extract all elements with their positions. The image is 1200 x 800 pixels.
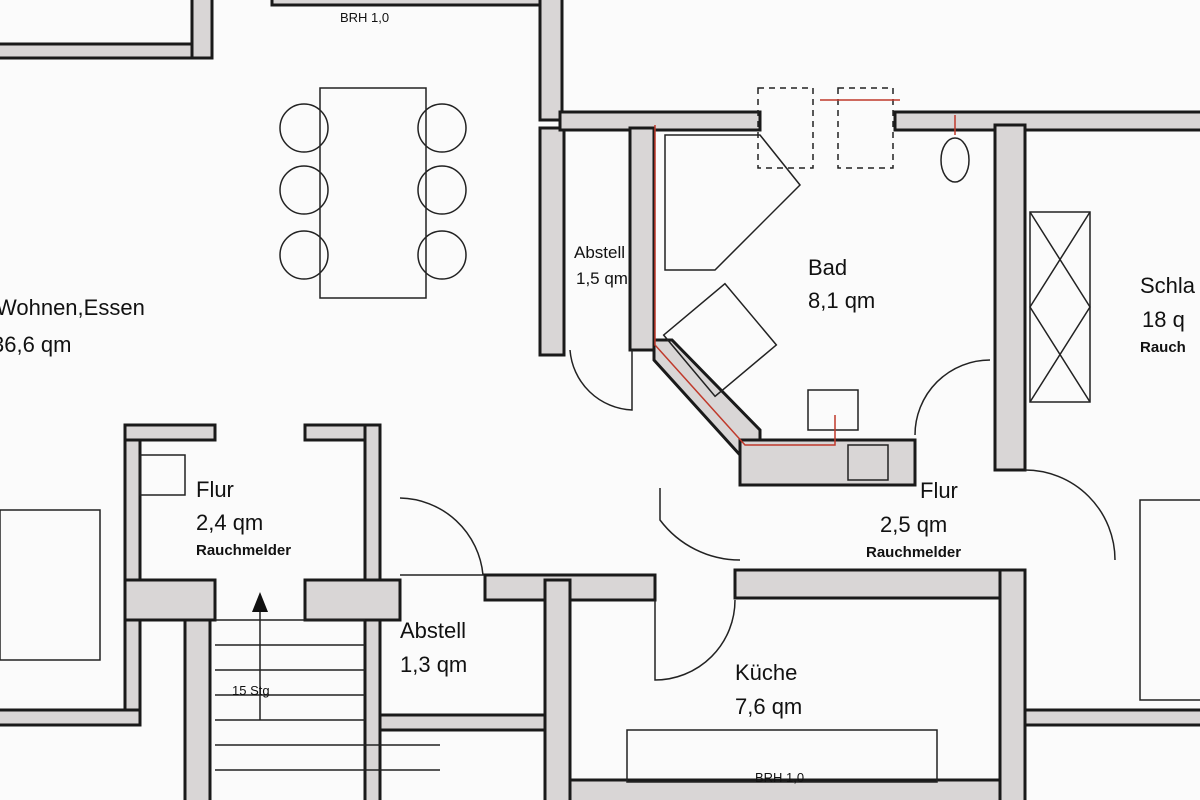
chair — [417, 165, 467, 215]
doors — [399, 349, 1116, 681]
stairs: 15 Stg — [215, 592, 440, 771]
bathtub — [662, 282, 778, 398]
chair — [417, 230, 467, 280]
shower — [664, 134, 802, 271]
room-bad-name: Bad — [808, 255, 847, 280]
chair — [279, 103, 329, 153]
room-flur-left-note: Rauchmelder — [196, 542, 291, 559]
brh-bottom-label: BRH 1,0 — [755, 770, 804, 785]
chair — [279, 230, 329, 280]
chair — [279, 165, 329, 215]
wardrobe — [1029, 211, 1091, 403]
dining-table — [319, 87, 427, 299]
furniture — [0, 87, 1200, 783]
room-bad-area: 8,1 qm — [808, 288, 875, 313]
sink — [807, 389, 859, 431]
room-abstell-upper-name: Abstell — [574, 243, 625, 262]
room-flur-right-area: 2,5 qm — [880, 512, 947, 537]
bed — [1139, 499, 1200, 701]
room-abstell-lower-area: 1,3 qm — [400, 652, 467, 677]
room-kueche-area: 7,6 qm — [735, 694, 802, 719]
stairs-label: 15 Stg — [232, 683, 270, 698]
room-schlaf-name: Schla — [1140, 273, 1196, 298]
room-abstell-lower-name: Abstell — [400, 618, 466, 643]
chair — [417, 103, 467, 153]
room-flur-right-name: Flur — [920, 478, 958, 503]
room-flur-left-area: 2,4 qm — [196, 510, 263, 535]
sofa — [0, 509, 101, 661]
room-wohnen-area: 36,6 qm — [0, 332, 72, 357]
room-wohnen-name: Wohnen,Essen — [0, 295, 145, 320]
room-kueche-name: Küche — [735, 660, 797, 685]
kitchen-counter — [626, 729, 938, 783]
room-schlaf-note: Rauch — [1140, 339, 1186, 356]
room-abstell-upper-area: 1,5 qm — [576, 269, 628, 288]
stair-arrow-icon — [252, 592, 268, 612]
room-flur-left-name: Flur — [196, 477, 234, 502]
room-schlaf-area: 18 q — [1142, 307, 1185, 332]
room-flur-right-note: Rauchmelder — [866, 544, 961, 561]
toilet — [940, 137, 970, 183]
brh-top-label: BRH 1,0 — [340, 10, 389, 25]
